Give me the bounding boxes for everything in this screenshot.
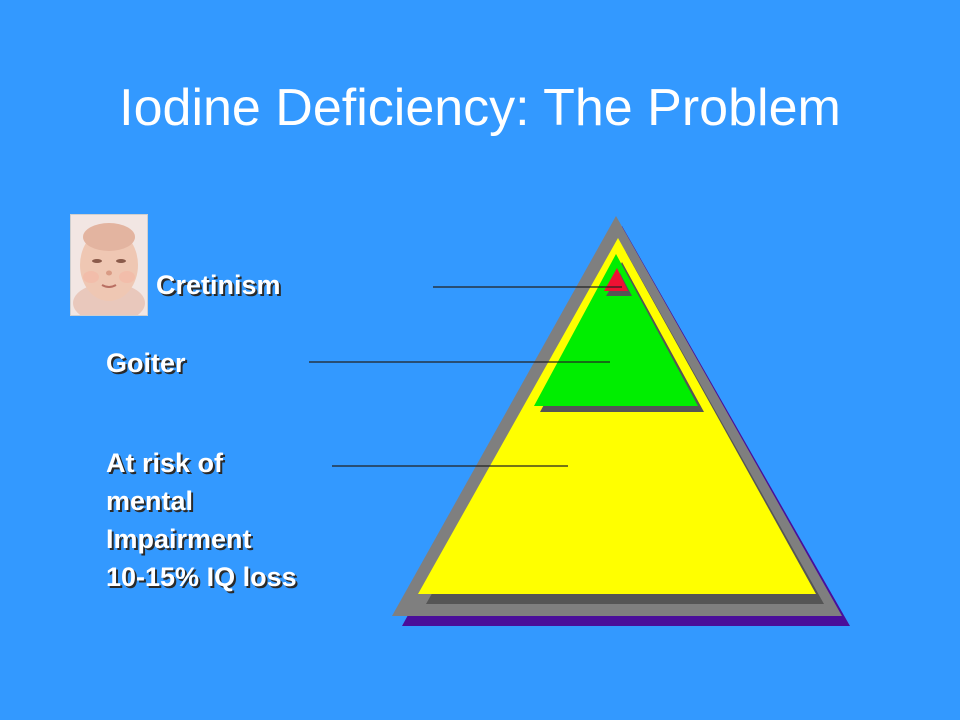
slide-title: Iodine Deficiency: The Problem bbox=[119, 79, 841, 137]
pyramid-base-layer bbox=[418, 238, 816, 594]
risk-line-4: 10-15% IQ loss bbox=[106, 562, 297, 592]
risk-line-1: At risk of bbox=[106, 448, 224, 478]
infant-face-icon bbox=[71, 215, 147, 315]
infant-photo bbox=[70, 214, 148, 316]
cretinism-label: Cretinism bbox=[156, 270, 281, 300]
pyramid-middle-layer bbox=[534, 254, 698, 406]
goiter-label: Goiter bbox=[106, 348, 186, 378]
risk-line-2: mental bbox=[106, 486, 194, 516]
pyramid-top-layer bbox=[604, 268, 628, 291]
risk-label: At risk of mental Impairment 10-15% IQ l… bbox=[106, 444, 297, 596]
risk-line-3: Impairment bbox=[106, 524, 252, 554]
